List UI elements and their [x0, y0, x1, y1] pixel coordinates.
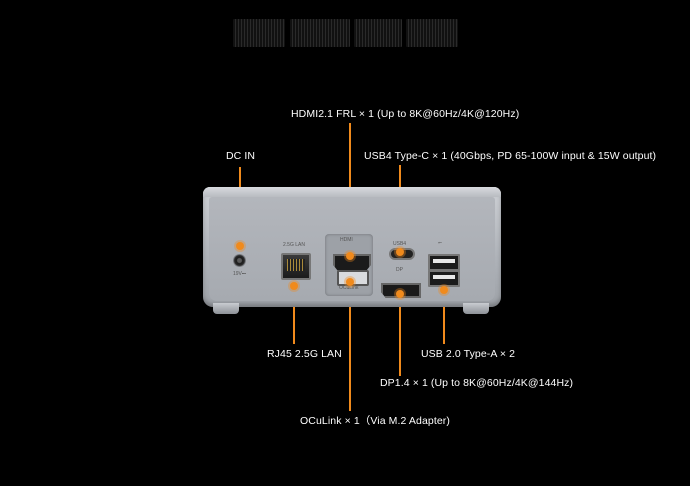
dp-leader-line	[399, 296, 401, 376]
usb2-leader-line	[443, 292, 445, 344]
rj45-contacts	[287, 259, 305, 271]
hdmi-port-mark: HDMI	[340, 237, 353, 243]
vent-grille	[233, 19, 285, 47]
oculink-leader-line	[349, 290, 351, 411]
dcin-label: DC IN	[226, 150, 256, 162]
oculink-dot	[346, 278, 354, 286]
rj45-lan-port	[281, 253, 311, 280]
usb-port-mark: ⭠	[438, 240, 443, 246]
dc-in-port	[233, 254, 246, 267]
device-foot	[463, 303, 489, 314]
dcin-dot	[236, 242, 244, 250]
hdmi-dot	[346, 252, 354, 260]
vent-grille	[354, 19, 402, 47]
dp-port-mark: DP	[396, 267, 403, 273]
dp-dot	[396, 290, 404, 298]
dp-label: DP1.4 × 1 (Up to 8K@60Hz/4K@144Hz)	[380, 377, 574, 389]
usb2-label: USB 2.0 Type-A × 2	[421, 348, 516, 360]
oculink-label: OCuLink × 1（Via M.2 Adapter)	[300, 415, 450, 427]
usb4-label: USB4 Type-C × 1 (40Gbps, PD 65-100W inpu…	[364, 150, 657, 162]
vent-grille	[406, 19, 458, 47]
usb2-dot	[440, 286, 448, 294]
oculink-port	[337, 270, 369, 286]
dc-port-mark: 19V⎓	[233, 271, 246, 277]
usb-a-port-lower	[428, 270, 460, 287]
device-foot	[213, 303, 239, 314]
usb-a-port-upper	[428, 254, 460, 271]
lan-port-mark: 2.5G LAN	[283, 242, 305, 248]
rj45-label: RJ45 2.5G LAN	[267, 348, 342, 360]
usb4-dot	[396, 248, 404, 256]
device-top-lid	[203, 187, 501, 197]
rj45-leader-line	[293, 286, 295, 344]
hdmi-label: HDMI2.1 FRL × 1 (Up to 8K@60Hz/4K@120Hz)	[291, 108, 520, 120]
usb4-port-mark: USB4	[393, 241, 407, 247]
rj45-dot	[290, 282, 298, 290]
oculink-port-mark: OCuLink	[339, 285, 359, 291]
vent-grille	[290, 19, 350, 47]
